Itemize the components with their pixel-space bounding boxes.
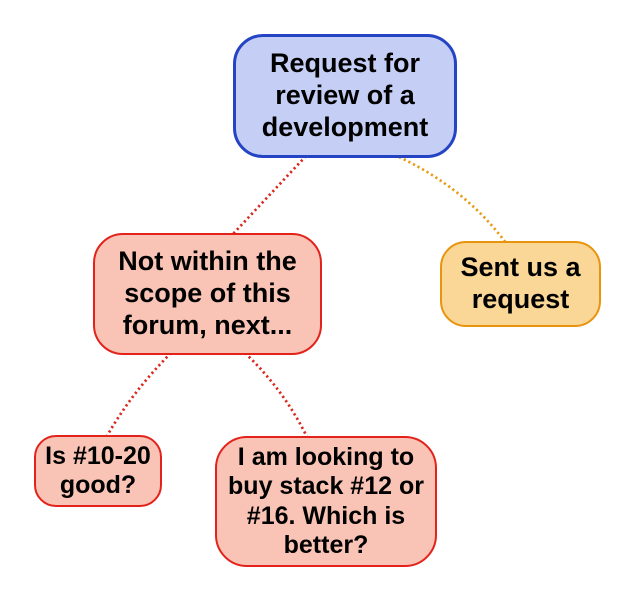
node-not-in-scope: Not within the scope of this forum, next…: [93, 233, 322, 355]
node-buy-stack: I am looking to buy stack #12 or #16. Wh…: [215, 436, 437, 567]
node-sent-request-label: Sent us a request: [460, 252, 581, 314]
node-is-10-20-good: Is #10-20 good?: [34, 435, 162, 507]
node-sent-request: Sent us a request: [440, 241, 601, 327]
edge-not-in-scope-to-is-10-20-good: [105, 352, 172, 437]
edge-request-to-not-in-scope: [232, 155, 307, 235]
node-buy-stack-label: I am looking to buy stack #12 or #16. Wh…: [228, 442, 424, 560]
node-request-review-label: Request for review of a development: [261, 48, 429, 142]
node-request-review: Request for review of a development: [233, 34, 457, 158]
edge-not-in-scope-to-buy-stack: [244, 352, 309, 438]
node-not-in-scope-label: Not within the scope of this forum, next…: [118, 246, 297, 340]
node-is-10-20-good-label: Is #10-20 good?: [45, 441, 151, 500]
edge-request-to-sent-request: [398, 155, 508, 244]
